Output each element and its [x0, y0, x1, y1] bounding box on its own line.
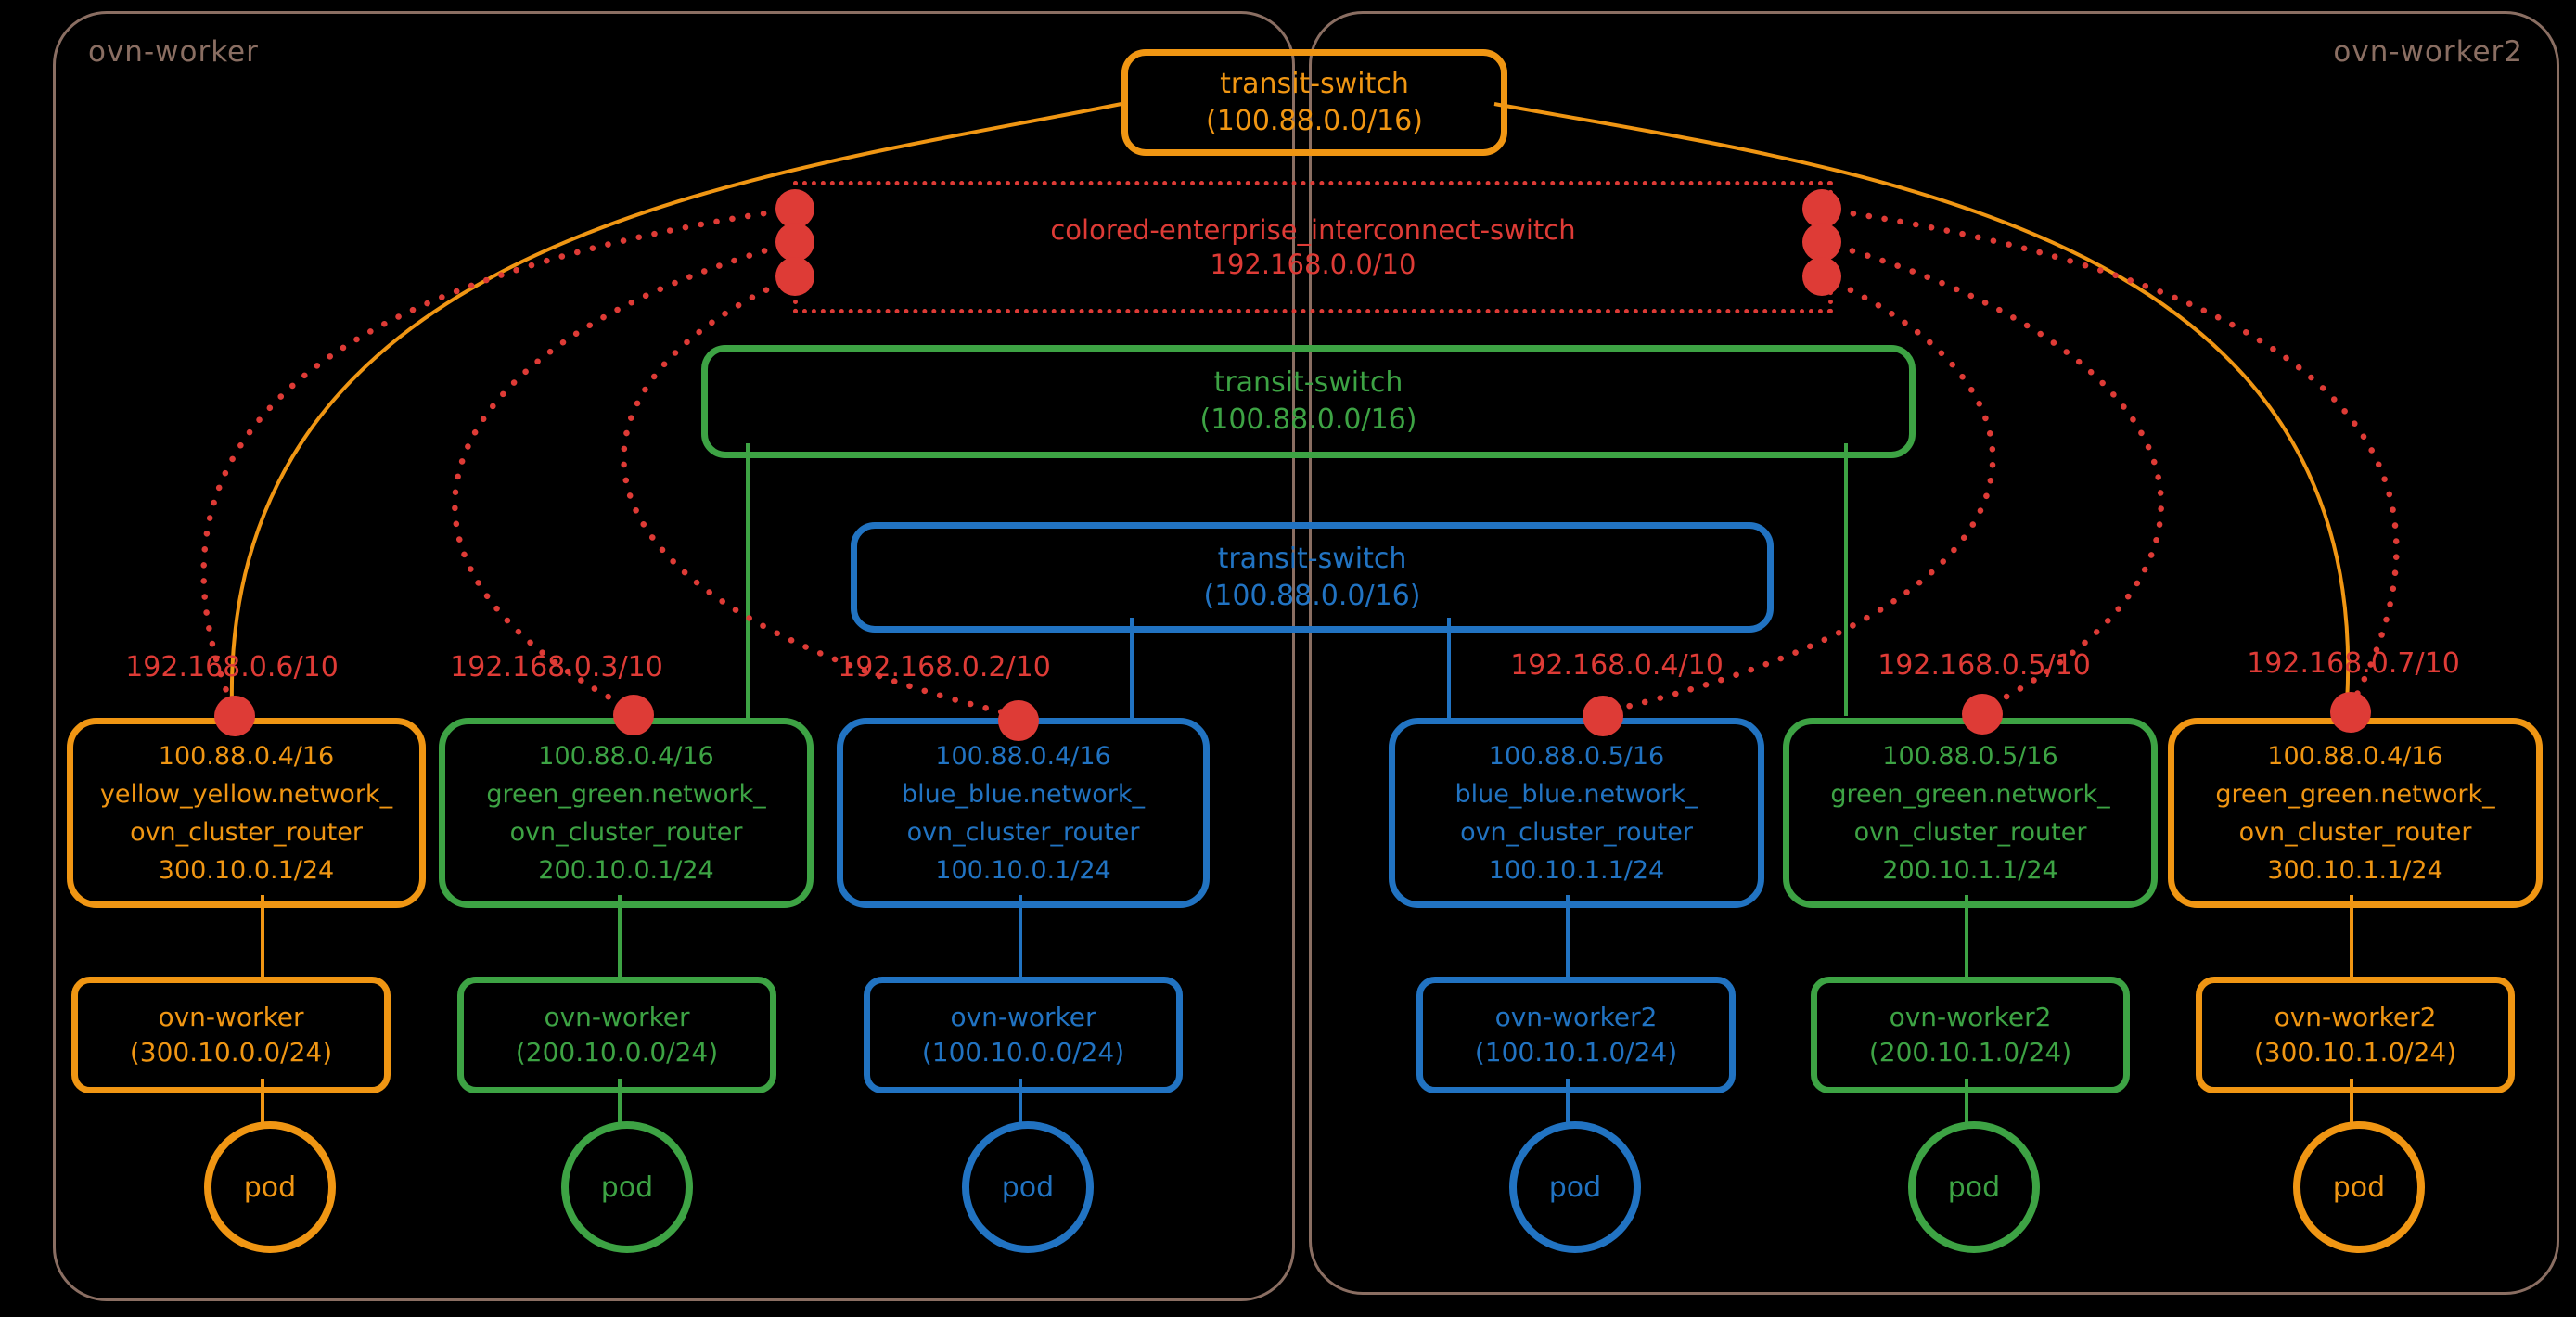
transit-switch-orange-name: transit-switch — [1220, 67, 1409, 100]
router2-name-2: ovn_cluster_router — [509, 817, 743, 847]
router6-name-2: ovn_cluster_router — [2238, 817, 2472, 847]
pod-3: pod — [962, 1121, 1094, 1253]
pod-5: pod — [1908, 1121, 2040, 1253]
transit-switch-blue-subnet: (100.88.0.0/16) — [1203, 579, 1421, 612]
router3-transit-ip: 100.88.0.4/16 — [935, 741, 1111, 771]
wswitch4-subnet: (100.10.1.0/24) — [1474, 1037, 1678, 1068]
port-label-router6: 192.168.0.7/10 — [2247, 647, 2460, 680]
transit-switch-green: transit-switch (100.88.0.0/16) — [701, 345, 1916, 458]
transit-switch-blue-name: transit-switch — [1217, 542, 1407, 575]
transit-switch-orange-subnet: (100.88.0.0/16) — [1206, 104, 1423, 137]
wswitch5-subnet: (200.10.1.0/24) — [1868, 1037, 2072, 1068]
interconnect-switch-name: colored-enterprise_interconnect-switch — [1050, 213, 1576, 246]
wswitch5-name: ovn-worker2 — [1889, 1002, 2052, 1032]
router5-subnet-ip: 200.10.1.1/24 — [1882, 855, 2058, 885]
port-label-router1: 192.168.0.6/10 — [125, 651, 339, 684]
router3-name-1: blue_blue.network_ — [902, 779, 1145, 809]
router-green-ovn-worker: 100.88.0.4/16 green_green.network_ ovn_c… — [439, 718, 814, 908]
wswitch2-subnet: (200.10.0.0/24) — [515, 1037, 719, 1068]
pod-3-label: pod — [1001, 1170, 1055, 1204]
pod-5-label: pod — [1947, 1170, 2001, 1204]
router1-subnet-ip: 300.10.0.1/24 — [158, 855, 335, 885]
router1-name-2: ovn_cluster_router — [130, 817, 363, 847]
router-green-ovn-worker2: 100.88.0.5/16 green_green.network_ ovn_c… — [1783, 718, 2158, 908]
port-label-router2: 192.168.0.3/10 — [450, 651, 663, 684]
router2-transit-ip: 100.88.0.4/16 — [538, 741, 714, 771]
interconnect-switch-subnet: 192.168.0.0/10 — [1210, 248, 1416, 280]
pod-4-label: pod — [1548, 1170, 1602, 1204]
wswitch1-subnet: (300.10.0.0/24) — [129, 1037, 333, 1068]
pod-2-label: pod — [600, 1170, 654, 1204]
router-orange-ovn-worker2: 100.88.0.4/16 green_green.network_ ovn_c… — [2168, 718, 2543, 908]
wswitch4-name: ovn-worker2 — [1494, 1002, 1658, 1032]
wswitch3-subnet: (100.10.0.0/24) — [921, 1037, 1125, 1068]
interconnect-switch: colored-enterprise_interconnect-switch 1… — [793, 181, 1833, 313]
router6-subnet-ip: 300.10.1.1/24 — [2267, 855, 2443, 885]
worker-switch-blue-2: ovn-worker2 (100.10.1.0/24) — [1416, 977, 1736, 1093]
wswitch6-subnet: (300.10.1.0/24) — [2253, 1037, 2457, 1068]
wswitch3-name: ovn-worker — [950, 1002, 1096, 1032]
router5-name-1: green_green.network_ — [1830, 779, 2110, 809]
port-label-router3: 192.168.0.2/10 — [838, 651, 1051, 684]
worker-switch-orange-2: ovn-worker2 (300.10.1.0/24) — [2196, 977, 2515, 1093]
port-label-router4: 192.168.0.4/10 — [1510, 649, 1724, 682]
pod-6-label: pod — [2332, 1170, 2386, 1204]
router2-name-1: green_green.network_ — [486, 779, 766, 809]
router4-transit-ip: 100.88.0.5/16 — [1488, 741, 1665, 771]
container-label-ovn-worker: ovn-worker — [88, 35, 259, 69]
pod-6: pod — [2293, 1121, 2425, 1253]
pod-1-label: pod — [243, 1170, 297, 1204]
container-label-ovn-worker2: ovn-worker2 — [2333, 35, 2523, 69]
pod-2: pod — [561, 1121, 693, 1253]
router5-transit-ip: 100.88.0.5/16 — [1882, 741, 2058, 771]
router4-subnet-ip: 100.10.1.1/24 — [1488, 855, 1665, 885]
router4-name-2: ovn_cluster_router — [1460, 817, 1693, 847]
router-yellow-ovn-worker: 100.88.0.4/16 yellow_yellow.network_ ovn… — [67, 718, 426, 908]
transit-switch-orange: transit-switch (100.88.0.0/16) — [1121, 49, 1507, 156]
router1-name-1: yellow_yellow.network_ — [99, 779, 393, 809]
router6-transit-ip: 100.88.0.4/16 — [2267, 741, 2443, 771]
wswitch1-name: ovn-worker — [158, 1002, 304, 1032]
router1-transit-ip: 100.88.0.4/16 — [158, 741, 335, 771]
wswitch2-name: ovn-worker — [544, 1002, 690, 1032]
router-blue-ovn-worker2: 100.88.0.5/16 blue_blue.network_ ovn_clu… — [1389, 718, 1764, 908]
router2-subnet-ip: 200.10.0.1/24 — [538, 855, 714, 885]
router6-name-1: green_green.network_ — [2215, 779, 2495, 809]
transit-switch-green-name: transit-switch — [1213, 366, 1403, 399]
transit-switch-blue: transit-switch (100.88.0.0/16) — [851, 522, 1774, 633]
container-ovn-worker2 — [1309, 11, 2559, 1295]
worker-switch-orange-1: ovn-worker (300.10.0.0/24) — [71, 977, 391, 1093]
pod-4: pod — [1509, 1121, 1641, 1253]
router4-name-1: blue_blue.network_ — [1455, 779, 1698, 809]
worker-switch-green-2: ovn-worker2 (200.10.1.0/24) — [1811, 977, 2130, 1093]
router-blue-ovn-worker: 100.88.0.4/16 blue_blue.network_ ovn_clu… — [837, 718, 1210, 908]
worker-switch-green-1: ovn-worker (200.10.0.0/24) — [457, 977, 776, 1093]
worker-switch-blue-1: ovn-worker (100.10.0.0/24) — [864, 977, 1183, 1093]
pod-1: pod — [204, 1121, 336, 1253]
router5-name-2: ovn_cluster_router — [1853, 817, 2087, 847]
router3-subnet-ip: 100.10.0.1/24 — [935, 855, 1111, 885]
router3-name-2: ovn_cluster_router — [906, 817, 1140, 847]
port-label-router5: 192.168.0.5/10 — [1878, 649, 2091, 682]
container-ovn-worker — [53, 11, 1295, 1301]
transit-switch-green-subnet: (100.88.0.0/16) — [1199, 403, 1417, 436]
wswitch6-name: ovn-worker2 — [2274, 1002, 2437, 1032]
